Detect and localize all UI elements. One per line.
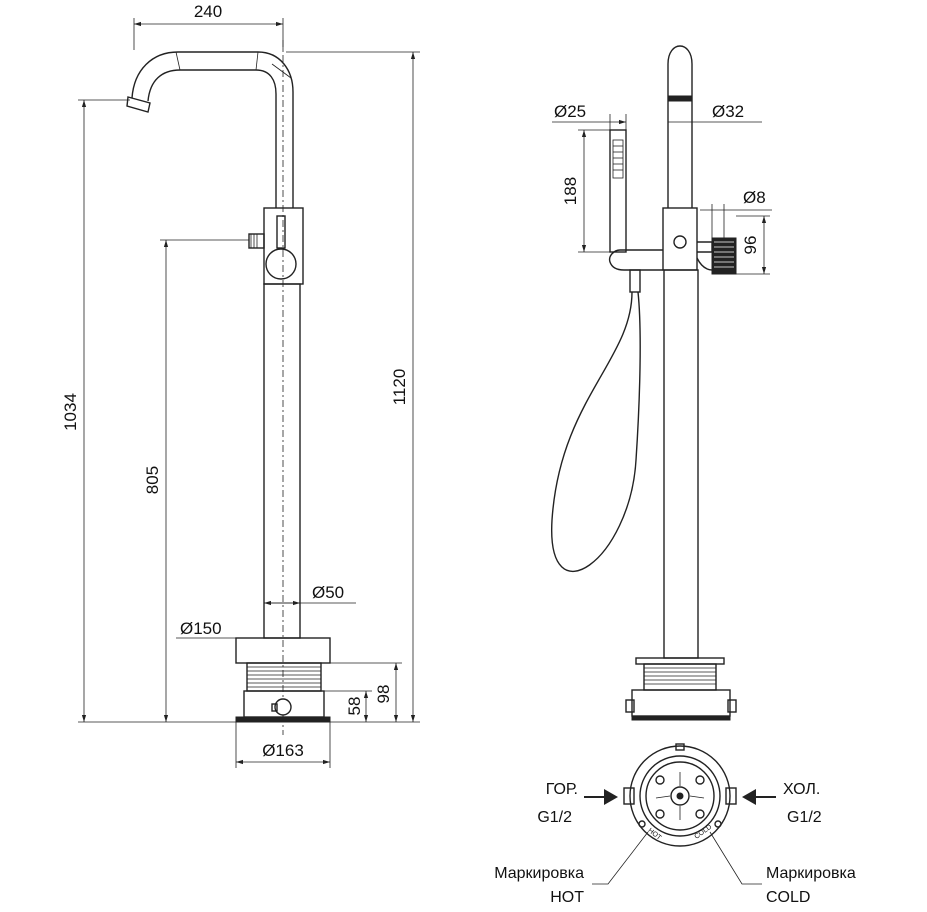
plan-inlet-left	[623, 787, 635, 805]
dim-d163: Ø163	[262, 741, 304, 760]
hot-label-line1: ГОР.	[546, 781, 578, 798]
side-lever-knob	[711, 237, 737, 275]
hot-label-line2: G1/2	[537, 809, 572, 826]
dim-805: 805	[143, 466, 162, 494]
leader-cold	[709, 831, 762, 885]
inlet-fitting	[274, 698, 292, 716]
lever-stem	[276, 215, 286, 249]
marking-hot-line1: Маркировка	[494, 865, 584, 882]
thread-lines	[247, 666, 321, 688]
spout-outline	[126, 51, 294, 208]
arrow-hot	[584, 789, 618, 805]
spout-aerator	[667, 95, 693, 102]
side-view: Ø25 Ø32 188 Ø8 96	[551, 45, 772, 721]
plan-inlet-right	[725, 787, 737, 805]
dim-188: 188	[561, 177, 580, 205]
side-dimensions: Ø25 Ø32 188 Ø8 96	[552, 102, 772, 275]
dim-98: 98	[374, 685, 393, 704]
handshower	[609, 129, 627, 253]
plan-inner-ring	[639, 755, 721, 837]
dim-d50: Ø50	[312, 583, 344, 602]
handshower-spray-holes	[612, 139, 624, 179]
dim-d150: Ø150	[180, 619, 222, 638]
front-view: 240 1034 805 1120 Ø50 Ø150	[61, 2, 420, 768]
dim-96: 96	[741, 236, 760, 255]
holder-arm	[608, 249, 663, 271]
handle-knob	[265, 248, 297, 280]
plan-center	[670, 786, 690, 806]
dim-d32: Ø32	[712, 102, 744, 121]
side-base-body	[631, 689, 731, 717]
hose	[551, 291, 641, 572]
main-pipe	[263, 283, 301, 639]
side-outlet	[248, 233, 265, 249]
arrow-cold	[742, 789, 776, 805]
marking-cold-line2: COLD	[766, 889, 810, 906]
dim-d8: Ø8	[743, 188, 766, 207]
plan-outer-ring	[629, 745, 731, 847]
spout-top	[667, 45, 693, 208]
side-floor-flange	[631, 715, 731, 721]
cold-label-line2: G1/2	[787, 809, 822, 826]
knurl	[714, 241, 734, 268]
dim-d25: Ø25	[554, 102, 586, 121]
dim-1034: 1034	[61, 393, 80, 431]
hose-connector	[629, 269, 641, 293]
leader-hot	[592, 831, 649, 885]
dim-58: 58	[345, 697, 364, 716]
side-valve-port	[673, 235, 687, 249]
side-lever-arm	[697, 241, 713, 253]
marking-hot-line2: HOT	[550, 889, 584, 906]
marking-cold-line1: Маркировка	[766, 865, 856, 882]
side-base-cover	[635, 657, 725, 665]
cold-label-line1: ХОЛ.	[783, 781, 820, 798]
plan-view: HOT COLD ГОР. G1/2 ХОЛ. G1/2 Маркировка …	[494, 743, 856, 906]
dim-1120: 1120	[390, 369, 409, 406]
dim-240: 240	[194, 2, 222, 21]
side-pipe	[663, 269, 699, 659]
floor-flange	[235, 716, 331, 723]
front-dimensions: 240 1034 805 1120 Ø50 Ø150	[61, 2, 420, 768]
